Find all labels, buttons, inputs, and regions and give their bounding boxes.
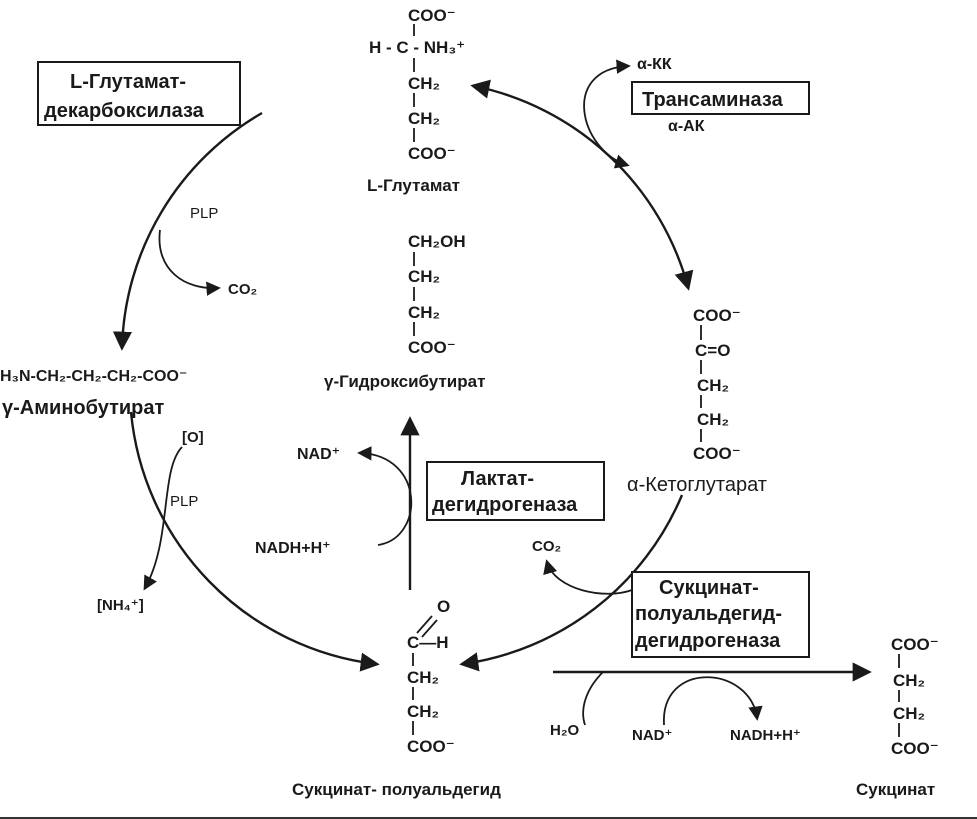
arrow-gaba-to-ssa xyxy=(129,411,380,672)
enzyme-ldh-line-1: Лактат- xyxy=(461,468,534,490)
enzyme-decarboxylase-line-2: декарбоксилаза xyxy=(44,100,205,122)
ssa-line-4: COO⁻ xyxy=(407,737,455,756)
enzyme-box-ssadh xyxy=(631,571,810,658)
ketoglutarate-structure: COO⁻ C=O CH₂ CH₂ COO⁻ α-Кетоглутарат xyxy=(627,306,767,496)
arrow-transamination xyxy=(583,59,631,169)
nadh-label-ldh: NADH+H⁺ xyxy=(255,540,331,557)
enzyme-decarboxylase-line-1: L-Глутамат- xyxy=(70,71,186,93)
plp-label-2: PLP xyxy=(170,493,198,510)
succinate-line-2: CH₂ xyxy=(893,671,925,690)
ketoglutarate-line-2: C=O xyxy=(695,341,730,360)
ghb-structure: CH₂OH CH₂ CH₂ COO⁻ γ-Гидроксибутират xyxy=(324,232,485,391)
ammonium-label: [NH₄⁺] xyxy=(97,597,144,614)
arrow-ketoglutarate-co2 xyxy=(543,559,633,595)
nadh-label-ssadh: NADH+H⁺ xyxy=(730,727,801,744)
ghb-line-4: COO⁻ xyxy=(408,338,456,357)
succinate-name: Сукцинат xyxy=(856,780,935,799)
nad-label-ssadh: NAD⁺ xyxy=(632,727,672,744)
enzyme-ssadh-line-3: дегидрогеназа xyxy=(635,630,781,652)
glutamate-line-4: CH₂ xyxy=(408,109,440,128)
co2-label-2: CO₂ xyxy=(532,538,561,555)
glutamate-line-2: H - C - NH₃⁺ xyxy=(369,38,465,57)
enzyme-ssadh-line-2: полуальдегид- xyxy=(635,603,782,625)
ketoglutarate-name: α-Кетоглутарат xyxy=(627,474,767,496)
ketoglutarate-line-1: COO⁻ xyxy=(693,306,741,325)
glutamate-line-1: COO⁻ xyxy=(408,6,456,25)
keto-acid-label: α-КК xyxy=(637,56,672,73)
ssa-line-2: CH₂ xyxy=(407,668,439,687)
gaba-formula: H₃N-CH₂-CH₂-CH₂-COO⁻ xyxy=(0,368,187,385)
glutamate-name: L-Глутамат xyxy=(367,176,460,195)
ghb-line-1: CH₂OH xyxy=(408,232,466,251)
arrow-glutamate-to-ketoglutarate xyxy=(470,79,694,291)
succinate-line-3: CH₂ xyxy=(893,704,925,723)
arrow-glutamate-to-gaba xyxy=(112,111,263,351)
glutamate-line-3: CH₂ xyxy=(408,74,440,93)
enzyme-box-glutamate-decarboxylase xyxy=(37,61,241,126)
enzyme-box-lactate-dehydrogenase xyxy=(426,461,605,521)
double-bond xyxy=(421,619,438,638)
succinate-line-1: COO⁻ xyxy=(891,635,939,654)
enzyme-ssadh-line-1: Сукцинат- xyxy=(659,577,759,599)
oxidant-label: [O] xyxy=(182,429,204,446)
ketoglutarate-line-5: COO⁻ xyxy=(693,444,741,463)
succinate-line-4: COO⁻ xyxy=(891,739,939,758)
co2-label-1: CO₂ xyxy=(228,281,257,298)
ghb-line-3: CH₂ xyxy=(408,303,440,322)
gaba-name: γ-Аминобутират xyxy=(2,397,165,419)
glutamate-structure: COO⁻ H - C - NH₃⁺ CH₂ CH₂ COO⁻ L-Глутама… xyxy=(367,6,465,195)
enzyme-ldh-line-2: дегидрогеназа xyxy=(432,494,578,516)
arrow-ldh-cofactor xyxy=(357,446,413,546)
amino-acid-label: α-АК xyxy=(668,118,705,135)
enzyme-transaminase: Трансаминаза xyxy=(642,89,784,111)
enzyme-box-transaminase xyxy=(631,81,810,115)
ssa-oxygen: O xyxy=(437,597,450,616)
plp-label-1: PLP xyxy=(190,205,218,222)
ketoglutarate-line-4: CH₂ xyxy=(697,410,729,429)
ghb-line-2: CH₂ xyxy=(408,267,440,286)
ssa-line-3: CH₂ xyxy=(407,702,439,721)
ghb-name: γ-Гидроксибутират xyxy=(324,372,485,391)
arrow-co2-release xyxy=(158,229,221,296)
arrow-ssa-to-ketoglutarate xyxy=(459,494,684,672)
ssa-structure: O C—H CH₂ CH₂ COO⁻ Сукцинат- полуальдеги… xyxy=(292,597,501,799)
glutamate-line-5: COO⁻ xyxy=(408,144,456,163)
ssa-line-1: C—H xyxy=(407,633,449,652)
arrow-nad-to-nadh xyxy=(663,676,763,726)
ketoglutarate-line-3: CH₂ xyxy=(697,376,729,395)
succinate-structure: COO⁻ CH₂ CH₂ COO⁻ Сукцинат xyxy=(856,635,939,799)
arrow-nh4-release xyxy=(143,446,183,591)
arrow-water-input xyxy=(582,671,604,726)
water-label: H₂O xyxy=(550,722,579,739)
ssa-name: Сукцинат- полуальдегид xyxy=(292,780,501,799)
nad-label-ldh: NAD⁺ xyxy=(297,446,340,463)
double-bond xyxy=(416,615,433,634)
